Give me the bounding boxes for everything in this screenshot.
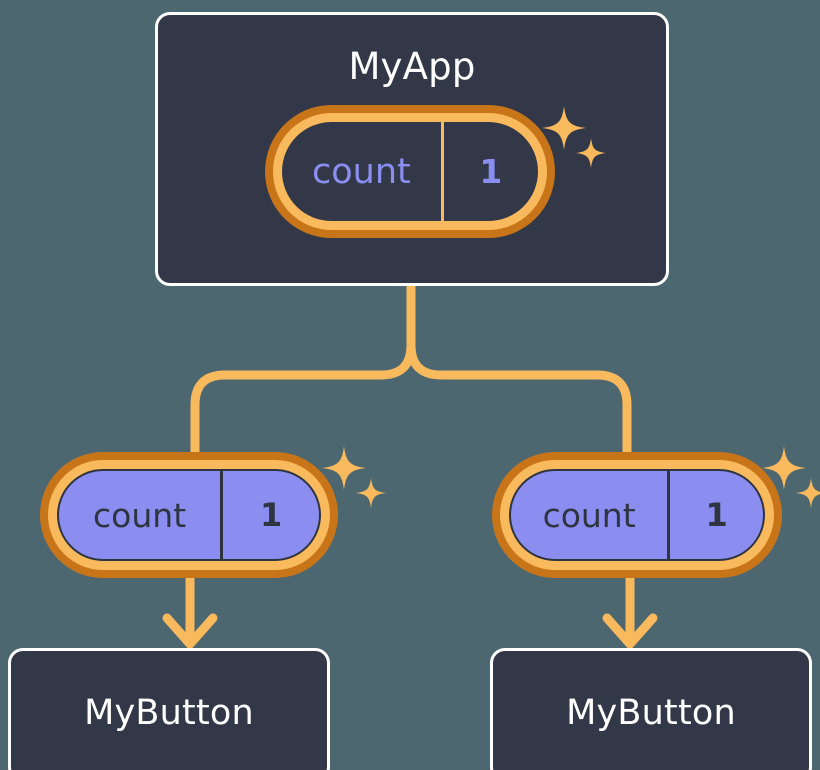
sparkle-small-icon: [796, 478, 820, 508]
page-title: MyApp: [348, 45, 476, 88]
connector-arrow-left-head: [162, 613, 218, 649]
pill-body: count 1: [282, 122, 538, 221]
sparkle-small-icon: [356, 478, 386, 508]
connector-fork-left: [190, 340, 416, 457]
state-value-label: 1: [440, 122, 538, 221]
state-pill-left[interactable]: count 1: [40, 452, 338, 578]
card-mybutton-left[interactable]: MyButton: [8, 648, 330, 770]
state-pill-myapp[interactable]: count 1: [265, 105, 555, 238]
state-value-label: 1: [220, 471, 319, 559]
state-value-label: 1: [667, 471, 763, 559]
state-pill-right[interactable]: count 1: [492, 452, 782, 578]
connector-arrow-right-head: [602, 613, 658, 649]
card-mybutton-left-label: MyButton: [84, 693, 254, 733]
pill-ring-inner: count 1: [500, 460, 774, 570]
pill-body: count 1: [57, 469, 321, 561]
state-key-label: count: [542, 495, 636, 535]
state-key-label: count: [311, 151, 411, 192]
card-mybutton-right[interactable]: MyButton: [490, 648, 812, 770]
pill-ring-inner: count 1: [48, 460, 330, 570]
pill-ring-inner: count 1: [273, 113, 547, 230]
pill-body: count 1: [509, 469, 765, 561]
state-key-label: count: [93, 495, 187, 535]
connector-fork-right: [406, 340, 632, 457]
card-mybutton-right-label: MyButton: [566, 693, 736, 733]
